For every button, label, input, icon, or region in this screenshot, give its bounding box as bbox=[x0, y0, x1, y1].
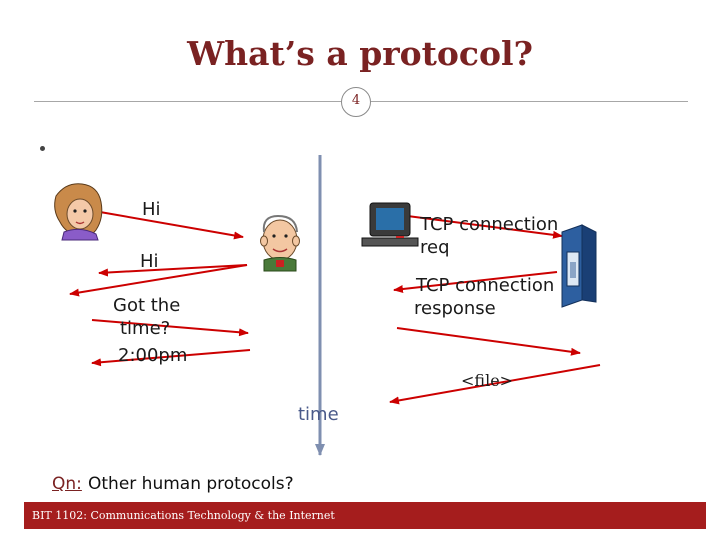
arrow-hi-1 bbox=[99, 211, 244, 240]
question-label: Qn: bbox=[52, 474, 82, 494]
arrow-get bbox=[396, 327, 581, 356]
arrow-answer bbox=[91, 349, 251, 367]
label-answer: 2:00pm bbox=[118, 345, 188, 366]
footer-bar bbox=[24, 502, 706, 529]
label-hi-1: Hi bbox=[142, 199, 161, 220]
label-hi-2: Hi bbox=[140, 251, 159, 272]
question-text: Other human protocols? bbox=[88, 474, 294, 494]
man-person-icon bbox=[260, 214, 300, 272]
footer-text: BIT 1102: Communications Technology & th… bbox=[32, 509, 335, 522]
arrow-file bbox=[389, 364, 601, 405]
page-number: 4 bbox=[351, 93, 361, 108]
label-time-axis: time bbox=[298, 404, 339, 425]
label-tcp-req-2: req bbox=[420, 237, 450, 258]
bullet-point bbox=[40, 146, 45, 151]
label-time-question: time? bbox=[120, 318, 171, 339]
label-tcp-resp-1: TCP connection bbox=[416, 275, 555, 296]
arrow-got-time bbox=[69, 264, 248, 297]
server-icon bbox=[561, 224, 597, 308]
arrow-time-question bbox=[91, 319, 249, 337]
arrow-tcp-req bbox=[391, 213, 563, 239]
header-rule-right bbox=[369, 101, 688, 102]
label-tcp-resp-2: response bbox=[414, 298, 496, 319]
slide-title: What’s a protocol? bbox=[187, 34, 533, 73]
arrow-hi-2 bbox=[98, 264, 248, 277]
page-number-badge bbox=[341, 87, 371, 117]
computer-icon bbox=[361, 202, 419, 247]
arrow-tcp-resp bbox=[393, 271, 558, 293]
label-tcp-req-1: TCP connection bbox=[420, 214, 559, 235]
label-file: <file> bbox=[461, 371, 514, 390]
header-rule-left bbox=[34, 101, 341, 102]
label-got-the: Got the bbox=[113, 295, 181, 316]
woman-person-icon bbox=[54, 183, 103, 241]
